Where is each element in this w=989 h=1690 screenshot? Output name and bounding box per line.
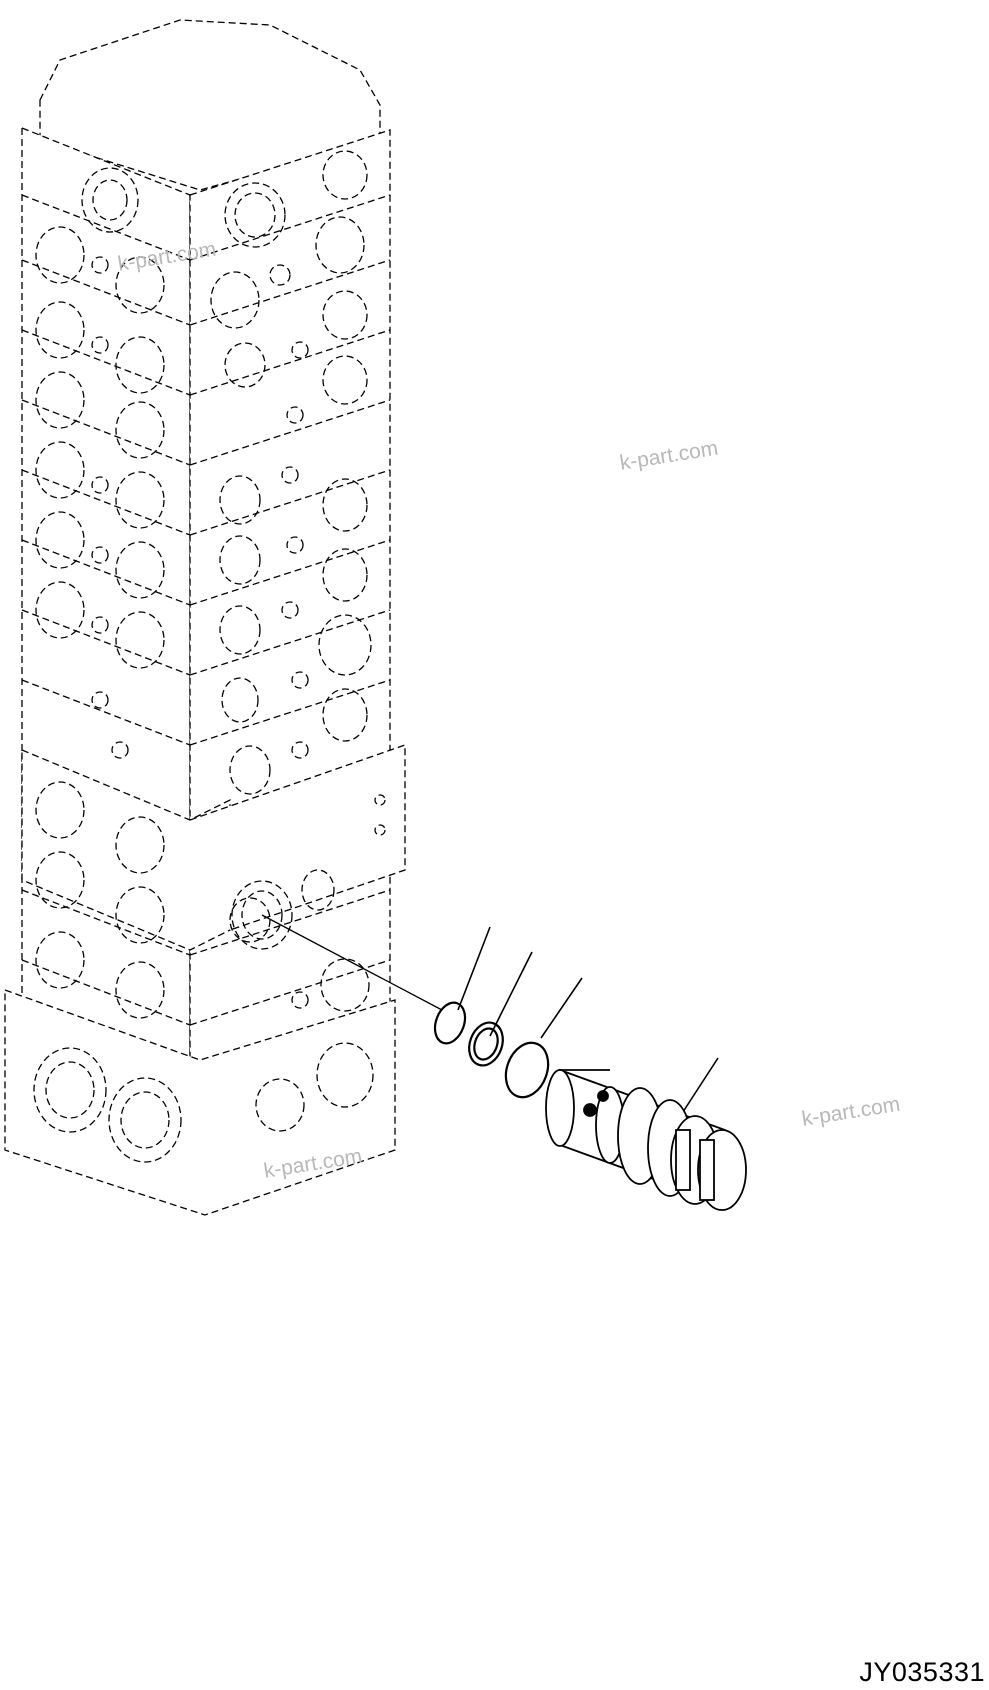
- o-ring-small: [433, 1001, 467, 1045]
- drawing-code: JY035331: [859, 1657, 985, 1687]
- o-ring-large: [504, 1041, 550, 1099]
- control-valve-body: [4, 19, 406, 1216]
- leader-lines: [457, 926, 719, 1136]
- cartridge-valve: [545, 1068, 747, 1211]
- assembly-axis-line: [261, 914, 443, 1011]
- backup-ring: [468, 1021, 504, 1067]
